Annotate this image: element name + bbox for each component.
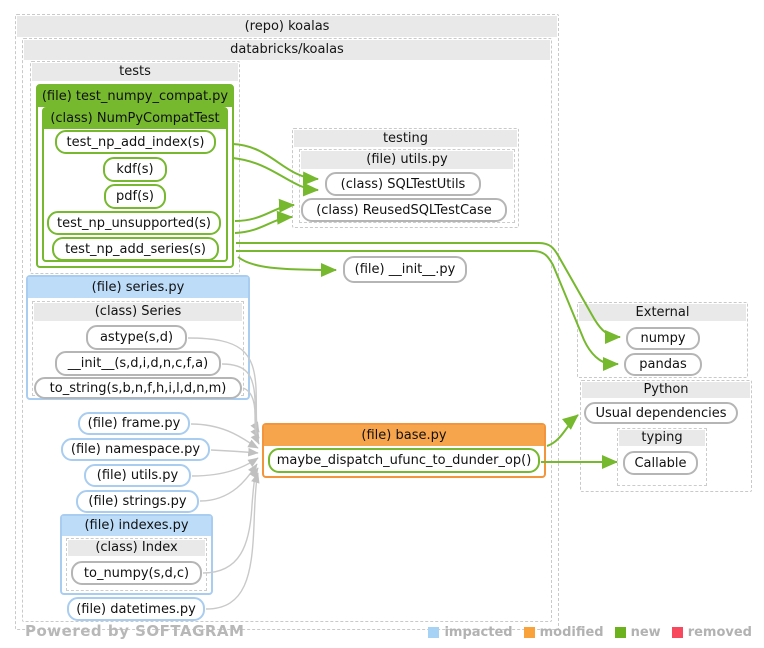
file-namespace[interactable]: (file) namespace.py <box>61 438 210 461</box>
external-group-header[interactable]: External <box>579 304 746 321</box>
legend-item-removed: removed <box>671 625 752 640</box>
method-test-np-unsupported[interactable]: test_np_unsupported(s) <box>47 211 221 235</box>
file-frame[interactable]: (file) frame.py <box>78 412 190 435</box>
testing-group-header[interactable]: testing <box>294 130 517 147</box>
class-numpycompattest-header[interactable]: (class) NumPyCompatTest <box>44 109 226 129</box>
branding-text: Powered by SOFTAGRAM <box>25 622 245 640</box>
file-utils[interactable]: (file) utils.py <box>84 464 191 487</box>
file-init[interactable]: (file) __init__.py <box>343 256 467 283</box>
legend: impacted modified new removed <box>428 625 752 640</box>
repo-group-header[interactable]: (repo) koalas <box>17 16 557 37</box>
file-strings[interactable]: (file) strings.py <box>76 490 199 513</box>
lib-numpy[interactable]: numpy <box>626 327 700 350</box>
lib-pandas[interactable]: pandas <box>624 353 702 376</box>
new-swatch <box>614 627 626 638</box>
python-group: Python <box>580 380 752 492</box>
package-group-header[interactable]: databricks/koalas <box>24 40 550 60</box>
file-testing-utils[interactable]: (file) utils.py <box>299 149 515 223</box>
typing-group: typing <box>617 428 707 486</box>
legend-label-modified: modified <box>539 625 604 640</box>
python-group-header[interactable]: Python <box>582 382 750 398</box>
class-series-header[interactable]: (class) Series <box>34 303 242 321</box>
method-test-np-add-index[interactable]: test_np_add_index(s) <box>55 130 216 154</box>
legend-label-impacted: impacted <box>444 625 513 640</box>
typing-group-header[interactable]: typing <box>619 430 705 446</box>
removed-swatch <box>671 627 683 638</box>
legend-item-new: new <box>614 625 661 640</box>
file-series-header[interactable]: (file) series.py <box>28 277 248 298</box>
file-test-numpy-compat-header[interactable]: (file) test_numpy_compat.py <box>38 86 232 107</box>
legend-label-removed: removed <box>687 625 752 640</box>
method-to-numpy[interactable]: to_numpy(s,d,c) <box>71 561 202 585</box>
file-indexes-header[interactable]: (file) indexes.py <box>62 516 211 536</box>
file-base-header[interactable]: (file) base.py <box>264 425 544 446</box>
legend-item-impacted: impacted <box>428 625 513 640</box>
method-astype[interactable]: astype(s,d) <box>86 325 187 350</box>
legend-label-new: new <box>630 625 661 640</box>
method-to-string[interactable]: to_string(s,b,n,f,h,i,l,d,n,m) <box>34 377 242 399</box>
method-series-init[interactable]: __init__(s,d,i,d,n,c,f,a) <box>55 351 221 376</box>
impacted-swatch <box>428 627 440 638</box>
method-pdf[interactable]: pdf(s) <box>104 184 166 209</box>
method-kdf[interactable]: kdf(s) <box>103 157 167 182</box>
file-datetimes[interactable]: (file) datetimes.py <box>67 597 205 621</box>
modified-swatch <box>523 627 535 638</box>
node-callable[interactable]: Callable <box>623 451 698 475</box>
method-test-np-add-series[interactable]: test_np_add_series(s) <box>52 237 219 261</box>
class-index-header[interactable]: (class) Index <box>68 540 205 556</box>
function-maybe-dispatch[interactable]: maybe_dispatch_ufunc_to_dunder_op() <box>268 448 540 473</box>
class-index[interactable]: (class) Index <box>66 538 207 591</box>
tests-group-header[interactable]: tests <box>32 63 238 81</box>
class-reusedsqltestcase[interactable]: (class) ReusedSQLTestCase <box>301 198 507 222</box>
legend-item-modified: modified <box>523 625 604 640</box>
file-testing-utils-header[interactable]: (file) utils.py <box>301 151 513 169</box>
class-sqltestutils[interactable]: (class) SQLTestUtils <box>325 172 481 196</box>
node-usual-dependencies[interactable]: Usual dependencies <box>584 402 738 424</box>
